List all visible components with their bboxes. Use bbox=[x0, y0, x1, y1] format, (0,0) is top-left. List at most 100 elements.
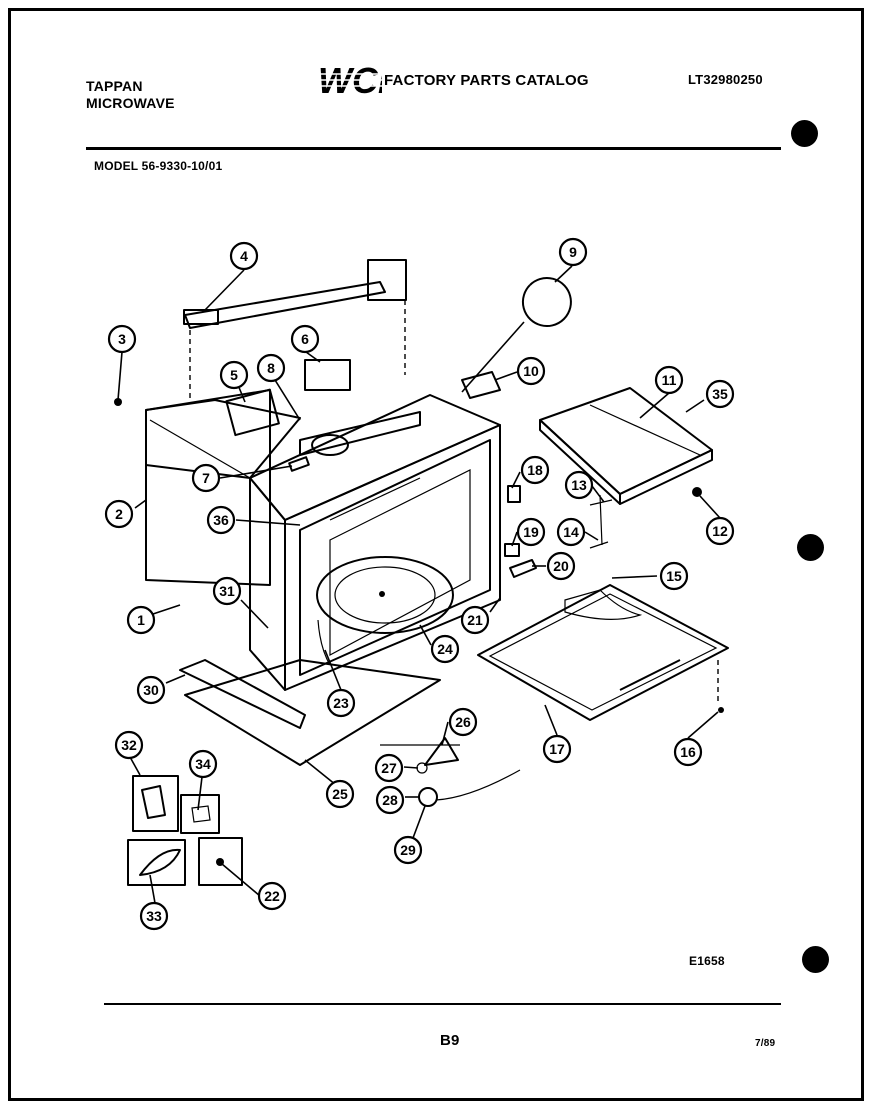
page-number: B9 bbox=[440, 1032, 460, 1049]
catalog-title: FACTORY PARTS CATALOG bbox=[384, 72, 589, 89]
svg-text:6: 6 bbox=[301, 331, 309, 347]
binder-hole-top bbox=[791, 120, 818, 147]
svg-text:9: 9 bbox=[569, 244, 577, 260]
callout-24: 24 bbox=[430, 634, 460, 664]
svg-text:32: 32 bbox=[121, 737, 137, 753]
brand-line-1: TAPPAN bbox=[86, 78, 143, 94]
svg-text:15: 15 bbox=[666, 568, 682, 584]
binder-hole-middle bbox=[797, 534, 824, 561]
callout-36: 36 bbox=[206, 505, 236, 535]
svg-text:27: 27 bbox=[381, 760, 397, 776]
svg-text:1: 1 bbox=[137, 612, 145, 628]
svg-text:2: 2 bbox=[115, 506, 123, 522]
callout-32: 32 bbox=[114, 730, 144, 760]
callout-11: 11 bbox=[654, 365, 684, 395]
callout-5: 5 bbox=[219, 360, 249, 390]
cabinet-shell bbox=[145, 389, 301, 586]
callout-18: 18 bbox=[520, 455, 550, 485]
svg-text:30: 30 bbox=[143, 682, 159, 698]
callout-20: 20 bbox=[546, 551, 576, 581]
footer-rule bbox=[104, 1003, 781, 1005]
brand-name: TAPPAN MICROWAVE bbox=[86, 78, 175, 112]
callout-16: 16 bbox=[673, 737, 703, 767]
svg-text:4: 4 bbox=[240, 248, 248, 264]
footer-date: 7/89 bbox=[755, 1038, 776, 1049]
svg-text:31: 31 bbox=[219, 583, 235, 599]
svg-text:12: 12 bbox=[712, 523, 728, 539]
svg-text:11: 11 bbox=[662, 372, 677, 388]
binder-hole-bottom bbox=[802, 946, 829, 973]
model-label: MODEL 56-9330-10/01 bbox=[94, 159, 223, 173]
callout-33: 33 bbox=[139, 901, 169, 931]
top-components bbox=[225, 359, 421, 472]
callout-7: 7 bbox=[191, 463, 221, 493]
callout-28: 28 bbox=[375, 785, 405, 815]
svg-text:7: 7 bbox=[202, 470, 210, 486]
callout-10: 10 bbox=[516, 356, 546, 386]
leader-lines bbox=[117, 265, 721, 904]
callout-34: 34 bbox=[188, 749, 218, 779]
callout-30: 30 bbox=[136, 675, 166, 705]
svg-text:16: 16 bbox=[680, 744, 696, 760]
svg-text:22: 22 bbox=[264, 888, 280, 904]
hardware-parts bbox=[114, 277, 724, 807]
svg-text:24: 24 bbox=[437, 641, 453, 657]
svg-text:26: 26 bbox=[455, 714, 471, 730]
callout-3: 3 bbox=[107, 324, 137, 354]
callout-27: 27 bbox=[374, 753, 404, 783]
callout-35: 35 bbox=[705, 379, 735, 409]
page-border bbox=[8, 8, 864, 1101]
callout-25: 25 bbox=[325, 779, 355, 809]
callout-23: 23 bbox=[326, 688, 356, 718]
svg-text:13: 13 bbox=[571, 477, 587, 493]
wci-logo: WCI bbox=[316, 62, 382, 98]
callout-17: 17 bbox=[542, 734, 572, 764]
svg-text:18: 18 bbox=[527, 462, 543, 478]
svg-text:33: 33 bbox=[146, 908, 162, 924]
callout-6: 6 bbox=[290, 324, 320, 354]
callout-12: 12 bbox=[705, 516, 735, 546]
callout-14: 14 bbox=[556, 517, 586, 547]
door-seal bbox=[317, 619, 331, 666]
callout-9: 9 bbox=[558, 237, 588, 267]
base-plate bbox=[179, 659, 441, 766]
callout-13: 13 bbox=[564, 470, 594, 500]
svg-text:25: 25 bbox=[332, 786, 348, 802]
callout-1: 1 bbox=[126, 605, 156, 635]
cover-flap bbox=[564, 589, 643, 620]
svg-text:20: 20 bbox=[553, 558, 569, 574]
svg-text:19: 19 bbox=[523, 524, 539, 540]
svg-text:10: 10 bbox=[523, 363, 539, 379]
svg-text:23: 23 bbox=[333, 695, 349, 711]
callout-15: 15 bbox=[659, 561, 689, 591]
turntable bbox=[316, 556, 454, 634]
svg-text:8: 8 bbox=[267, 360, 275, 376]
svg-text:34: 34 bbox=[195, 756, 211, 772]
accessory-boxes bbox=[127, 775, 243, 886]
callout-29: 29 bbox=[393, 835, 423, 865]
callout-4: 4 bbox=[229, 241, 259, 271]
control-panel bbox=[539, 387, 713, 505]
callout-2: 2 bbox=[104, 499, 134, 529]
svg-text:35: 35 bbox=[712, 386, 728, 402]
callout-31: 31 bbox=[212, 576, 242, 606]
callout-22: 22 bbox=[257, 881, 287, 911]
top-rail bbox=[183, 259, 407, 329]
svg-text:14: 14 bbox=[563, 524, 579, 540]
callout-21: 21 bbox=[460, 605, 490, 635]
callouts: 1 2 3 4 5 6 7 8 9 10 11 12 13 14 15 16 1… bbox=[104, 237, 735, 931]
catalog-code: LT32980250 bbox=[688, 72, 763, 87]
header-rule bbox=[86, 147, 781, 150]
bottom-cover bbox=[477, 584, 729, 721]
oven-cavity bbox=[249, 394, 501, 691]
svg-text:5: 5 bbox=[230, 367, 238, 383]
svg-text:21: 21 bbox=[467, 612, 483, 628]
callout-8: 8 bbox=[256, 353, 286, 383]
svg-text:28: 28 bbox=[382, 792, 398, 808]
svg-text:17: 17 bbox=[549, 741, 565, 757]
diagram-code: E1658 bbox=[689, 954, 725, 968]
svg-text:29: 29 bbox=[400, 842, 416, 858]
callout-19: 19 bbox=[516, 517, 546, 547]
callout-26: 26 bbox=[448, 707, 478, 737]
